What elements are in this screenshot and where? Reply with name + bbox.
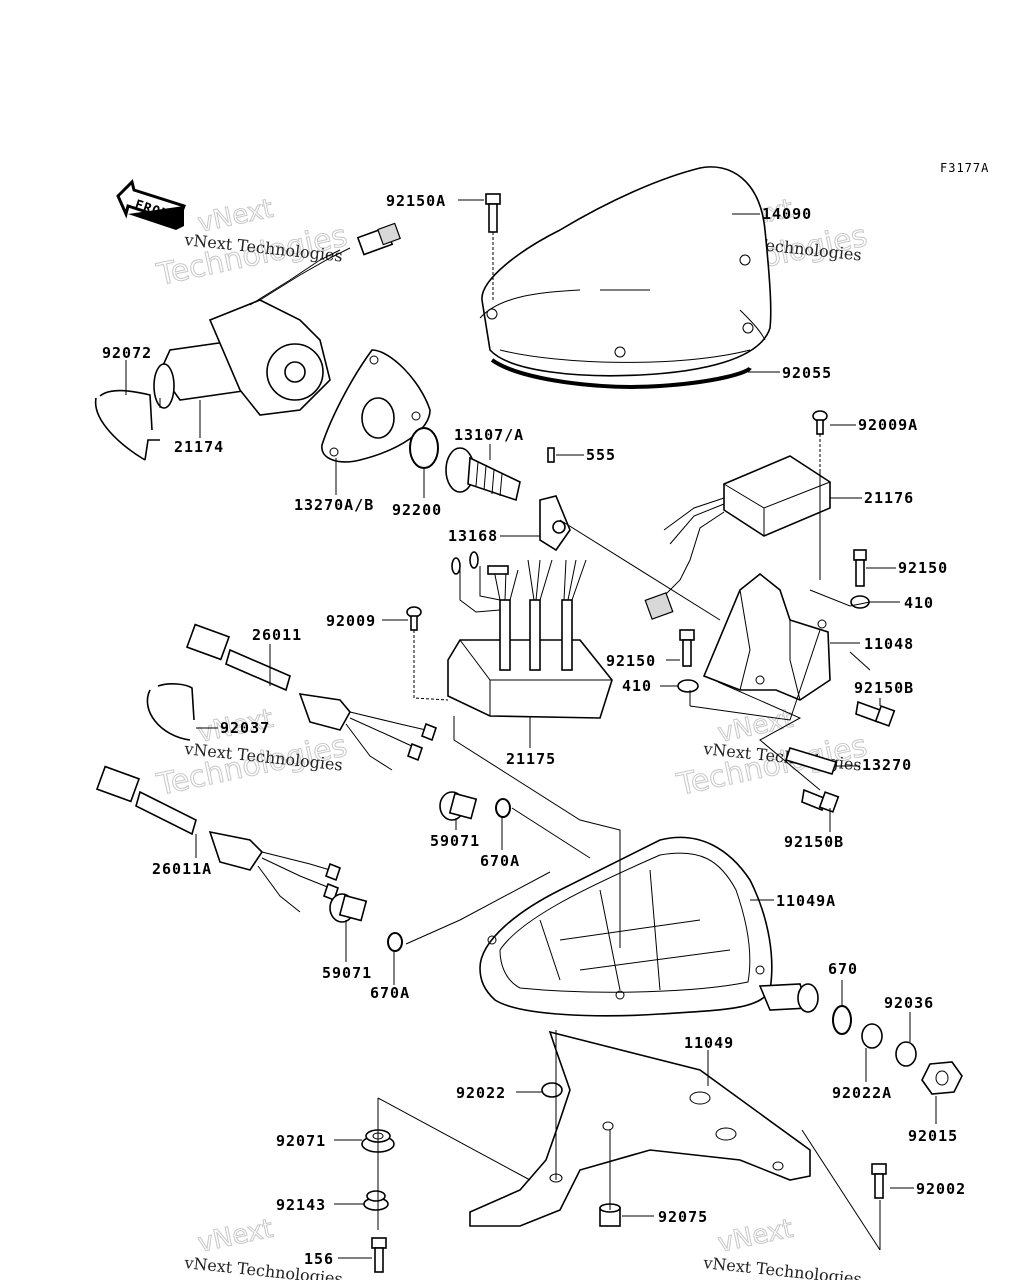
- label-92150-mid: 92150: [606, 652, 656, 670]
- label-21176: 21176: [864, 489, 914, 507]
- washer-410-mid-part: [677, 679, 699, 693]
- collar-92143-part: [363, 1190, 389, 1211]
- cover-14090-part: [479, 166, 772, 377]
- screw-92009A-part: [812, 410, 828, 470]
- module-21176-part: [644, 455, 831, 620]
- label-670A-lower: 670A: [370, 984, 410, 1002]
- figure-ref: F3177A: [940, 161, 989, 175]
- motor-21174-part: [153, 222, 401, 416]
- nut-92015-part: [921, 1061, 963, 1095]
- leader-lines: [125, 199, 937, 1259]
- oring-670A-upper-part: [495, 798, 511, 818]
- label-156: 156: [304, 1250, 334, 1268]
- label-59071-lower: 59071: [322, 964, 372, 982]
- label-13270: 13270: [862, 756, 912, 774]
- module-21175-part: [447, 551, 613, 719]
- label-410-right: 410: [904, 594, 934, 612]
- label-410-mid: 410: [622, 677, 652, 695]
- lever-13168-part: [539, 495, 571, 552]
- assembly-lines: [377, 470, 881, 1251]
- gasket-13270AB-part: [321, 349, 431, 463]
- svg-text:vNext Technologies: vNext Technologies: [702, 1253, 863, 1280]
- label-92002: 92002: [916, 1180, 966, 1198]
- washer-92036-part: [895, 1041, 917, 1067]
- bolt-92150-right-part: [853, 549, 867, 587]
- watermark-mid-right: vNext Technologies vNext Technologies: [673, 703, 871, 803]
- watermark-bottom-left: vNext vNext Technologies: [183, 1213, 344, 1280]
- oring-670-part: [832, 1005, 852, 1035]
- label-92009A: 92009A: [858, 416, 918, 434]
- label-92022A: 92022A: [832, 1084, 892, 1102]
- label-13270AB: 13270A/B: [294, 496, 374, 514]
- label-92036: 92036: [884, 994, 934, 1012]
- oring-92200-part: [409, 427, 439, 469]
- label-13107A: 13107/A: [454, 426, 524, 444]
- label-555: 555: [586, 446, 616, 464]
- screw-92009-part: [406, 606, 449, 701]
- pin-555-part: [547, 447, 555, 463]
- label-21174: 21174: [174, 438, 224, 456]
- bolt-92150A-part: [485, 193, 501, 300]
- fitting-59071-upper-part: [439, 791, 478, 821]
- front-arrow-icon: FRONT: [116, 179, 186, 230]
- plate-11049-part: [469, 1030, 811, 1227]
- watermark-bottom-right: vNext vNext Technologies: [702, 1213, 863, 1280]
- case-11049A-part: [479, 836, 819, 1017]
- oring-670A-lower-part: [387, 932, 403, 952]
- label-92143: 92143: [276, 1196, 326, 1214]
- bolt-92150-mid-part: [679, 629, 695, 667]
- label-92071: 92071: [276, 1132, 326, 1150]
- label-92037: 92037: [220, 719, 270, 737]
- bolt-92002-part: [871, 1163, 887, 1199]
- washer-92022A-part: [861, 1023, 883, 1049]
- label-14090: 14090: [762, 205, 812, 223]
- washer-410-right-part: [850, 595, 870, 609]
- label-92072: 92072: [102, 344, 152, 362]
- seal-92055-part: [490, 358, 752, 389]
- bolt-92150B-upper-part: [855, 700, 896, 727]
- band-92037-part: [146, 683, 195, 741]
- label-92055: 92055: [782, 364, 832, 382]
- label-26011: 26011: [252, 626, 302, 644]
- washer-92022-part: [541, 1082, 563, 1098]
- label-11048: 11048: [864, 635, 914, 653]
- label-13168: 13168: [448, 527, 498, 545]
- label-92150-right: 92150: [898, 559, 948, 577]
- label-92009: 92009: [326, 612, 376, 630]
- svg-text:vNext: vNext: [715, 1214, 796, 1259]
- label-59071-upper: 59071: [430, 832, 480, 850]
- harness-26011A-part: [95, 765, 341, 913]
- label-92075: 92075: [658, 1208, 708, 1226]
- label-670: 670: [828, 960, 858, 978]
- bracket-11048-part: [702, 572, 831, 701]
- label-670A-upper: 670A: [480, 852, 520, 870]
- gasket-13270-part: [784, 747, 838, 775]
- harness-26011-part: [185, 623, 437, 771]
- part-labels: 92150A 14090 92055 92072 21174 13270A/B …: [102, 192, 966, 1268]
- label-21175: 21175: [506, 750, 556, 768]
- bolt-156-part: [371, 1237, 387, 1273]
- label-92022: 92022: [456, 1084, 506, 1102]
- label-92015: 92015: [908, 1127, 958, 1145]
- label-92150B-upper: 92150B: [854, 679, 914, 697]
- label-26011A: 26011A: [152, 860, 212, 878]
- label-92150B-lower: 92150B: [784, 833, 844, 851]
- label-92200: 92200: [392, 501, 442, 519]
- label-11049A: 11049A: [776, 892, 836, 910]
- band-92072-part: [94, 389, 160, 461]
- fitting-59071-lower-part: [329, 893, 368, 923]
- shaft-13107A-part: [445, 447, 521, 502]
- svg-text:vNext: vNext: [195, 1214, 276, 1259]
- label-11049: 11049: [684, 1034, 734, 1052]
- bolt-92150B-lower-part: [801, 788, 840, 813]
- label-92150A: 92150A: [386, 192, 446, 210]
